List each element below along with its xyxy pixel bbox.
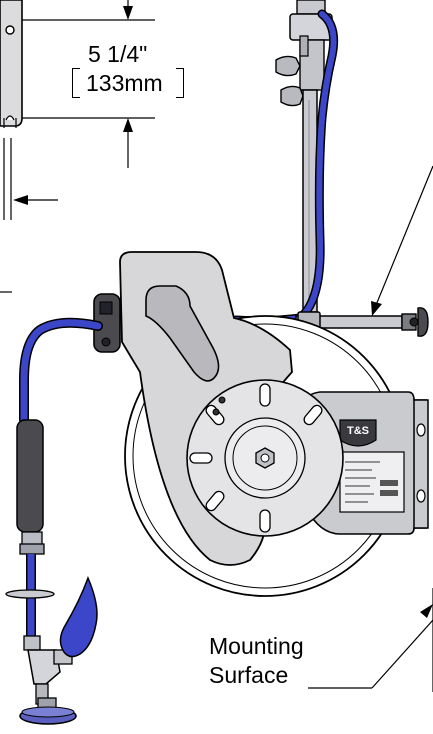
hub-slots <box>189 383 323 533</box>
spray-valve <box>23 635 73 705</box>
dimension-bracket-right <box>176 68 184 98</box>
brand-logo: T&S <box>339 419 377 447</box>
hose-guide <box>93 293 121 353</box>
callout-surface: Surface <box>209 662 289 688</box>
dimension-arrow-bottom <box>123 118 133 132</box>
spray-lever <box>59 575 98 658</box>
supply-pipe <box>275 0 333 313</box>
dimension-millimeters: 133mm <box>86 70 163 96</box>
hose-clamp <box>5 589 55 599</box>
thickness-dimension <box>3 138 58 220</box>
dimension-bracket-left <box>72 68 80 98</box>
callout-mounting: Mounting <box>209 633 304 659</box>
wall-arm <box>295 307 429 337</box>
callout-arrow <box>371 301 382 316</box>
thickness-arrow <box>13 195 28 205</box>
mounting-arrow <box>420 604 433 618</box>
callout-leaders <box>308 165 433 692</box>
dimension-inches: 5 1/4" <box>88 41 148 67</box>
spray-head <box>19 697 77 725</box>
spec-label <box>339 451 405 513</box>
housing-slot <box>145 285 220 382</box>
svg-text:T&S: T&S <box>347 425 369 437</box>
hose-grip <box>16 419 44 533</box>
bracket-detail <box>0 0 23 128</box>
dimension-arrow-top <box>123 6 133 20</box>
